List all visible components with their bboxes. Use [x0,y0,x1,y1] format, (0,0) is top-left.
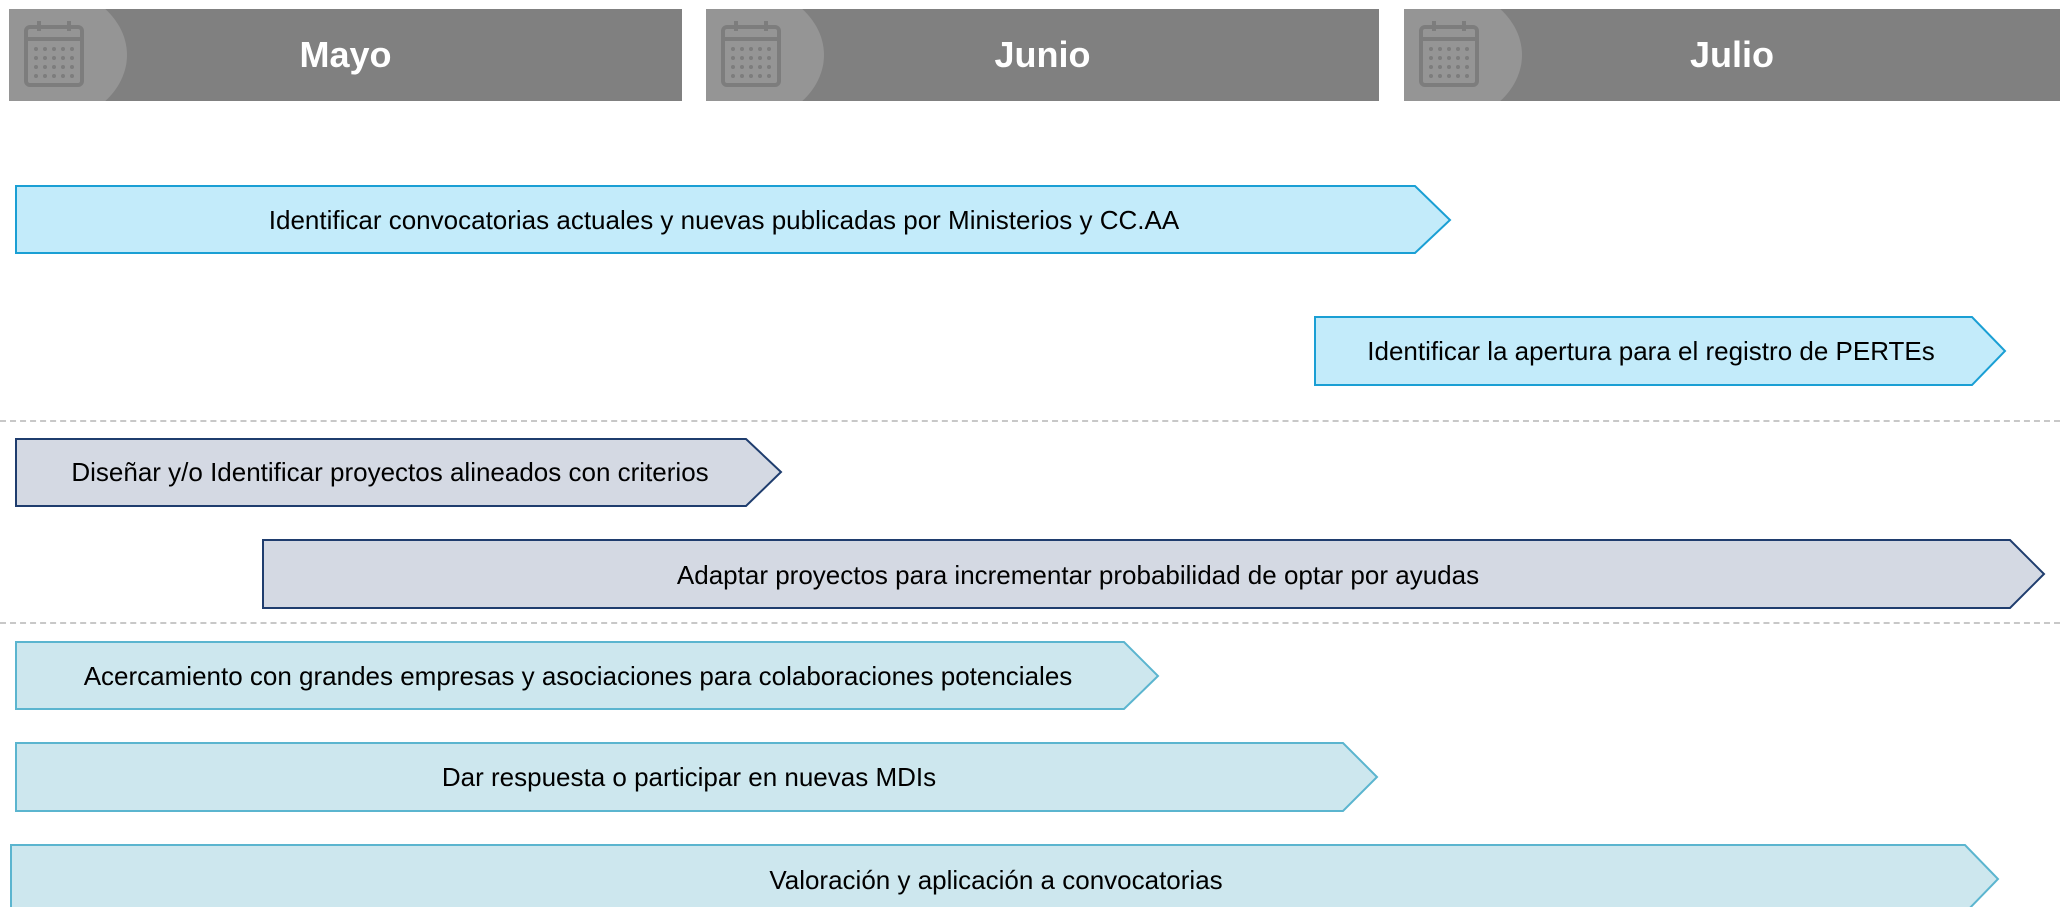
section-divider [0,622,2060,624]
section-divider [0,420,2060,422]
task-label: Identificar convocatorias actuales y nue… [269,205,1180,235]
task-arrow-disenar-proyectos: Diseñar y/o Identificar proyectos alinea… [15,438,783,507]
month-header-julio: Julio [1404,9,2060,101]
task-arrow-acercamiento-empresas: Acercamiento con grandes empresas y asoc… [15,641,1160,710]
month-label: Mayo [299,34,392,75]
task-arrow-nuevas-mdis: Dar respuesta o participar en nuevas MDI… [15,742,1379,812]
task-shape [15,185,1452,254]
task-shape [10,844,2000,907]
task-label: Identificar la apertura para el registro… [1367,336,1934,366]
calendar-icon [1419,21,1479,87]
task-arrow-apertura-pertes: Identificar la apertura para el registro… [1314,316,2007,386]
month-label: Junio [994,34,1091,75]
task-arrow-valoracion-convocatorias: Valoración y aplicación a convocatorias [10,844,2000,907]
task-shape [15,742,1379,812]
task-label: Acercamiento con grandes empresas y asoc… [84,661,1073,691]
task-label: Valoración y aplicación a convocatorias [769,865,1222,895]
month-label: Julio [1689,34,1774,75]
task-arrow-identificar-convocatorias: Identificar convocatorias actuales y nue… [15,185,1452,254]
month-header-mayo: Mayo [9,9,682,101]
task-shape [262,539,2046,609]
task-shape [1314,316,2007,386]
task-label: Dar respuesta o participar en nuevas MDI… [442,762,936,792]
calendar-icon [24,21,84,87]
task-label: Adaptar proyectos para incrementar proba… [677,560,1479,590]
task-arrow-adaptar-proyectos: Adaptar proyectos para incrementar proba… [262,539,2046,609]
task-label: Diseñar y/o Identificar proyectos alinea… [71,457,708,487]
task-shape [15,641,1160,710]
calendar-icon [721,21,781,87]
task-shape [15,438,783,507]
month-header-junio: Junio [706,9,1379,101]
